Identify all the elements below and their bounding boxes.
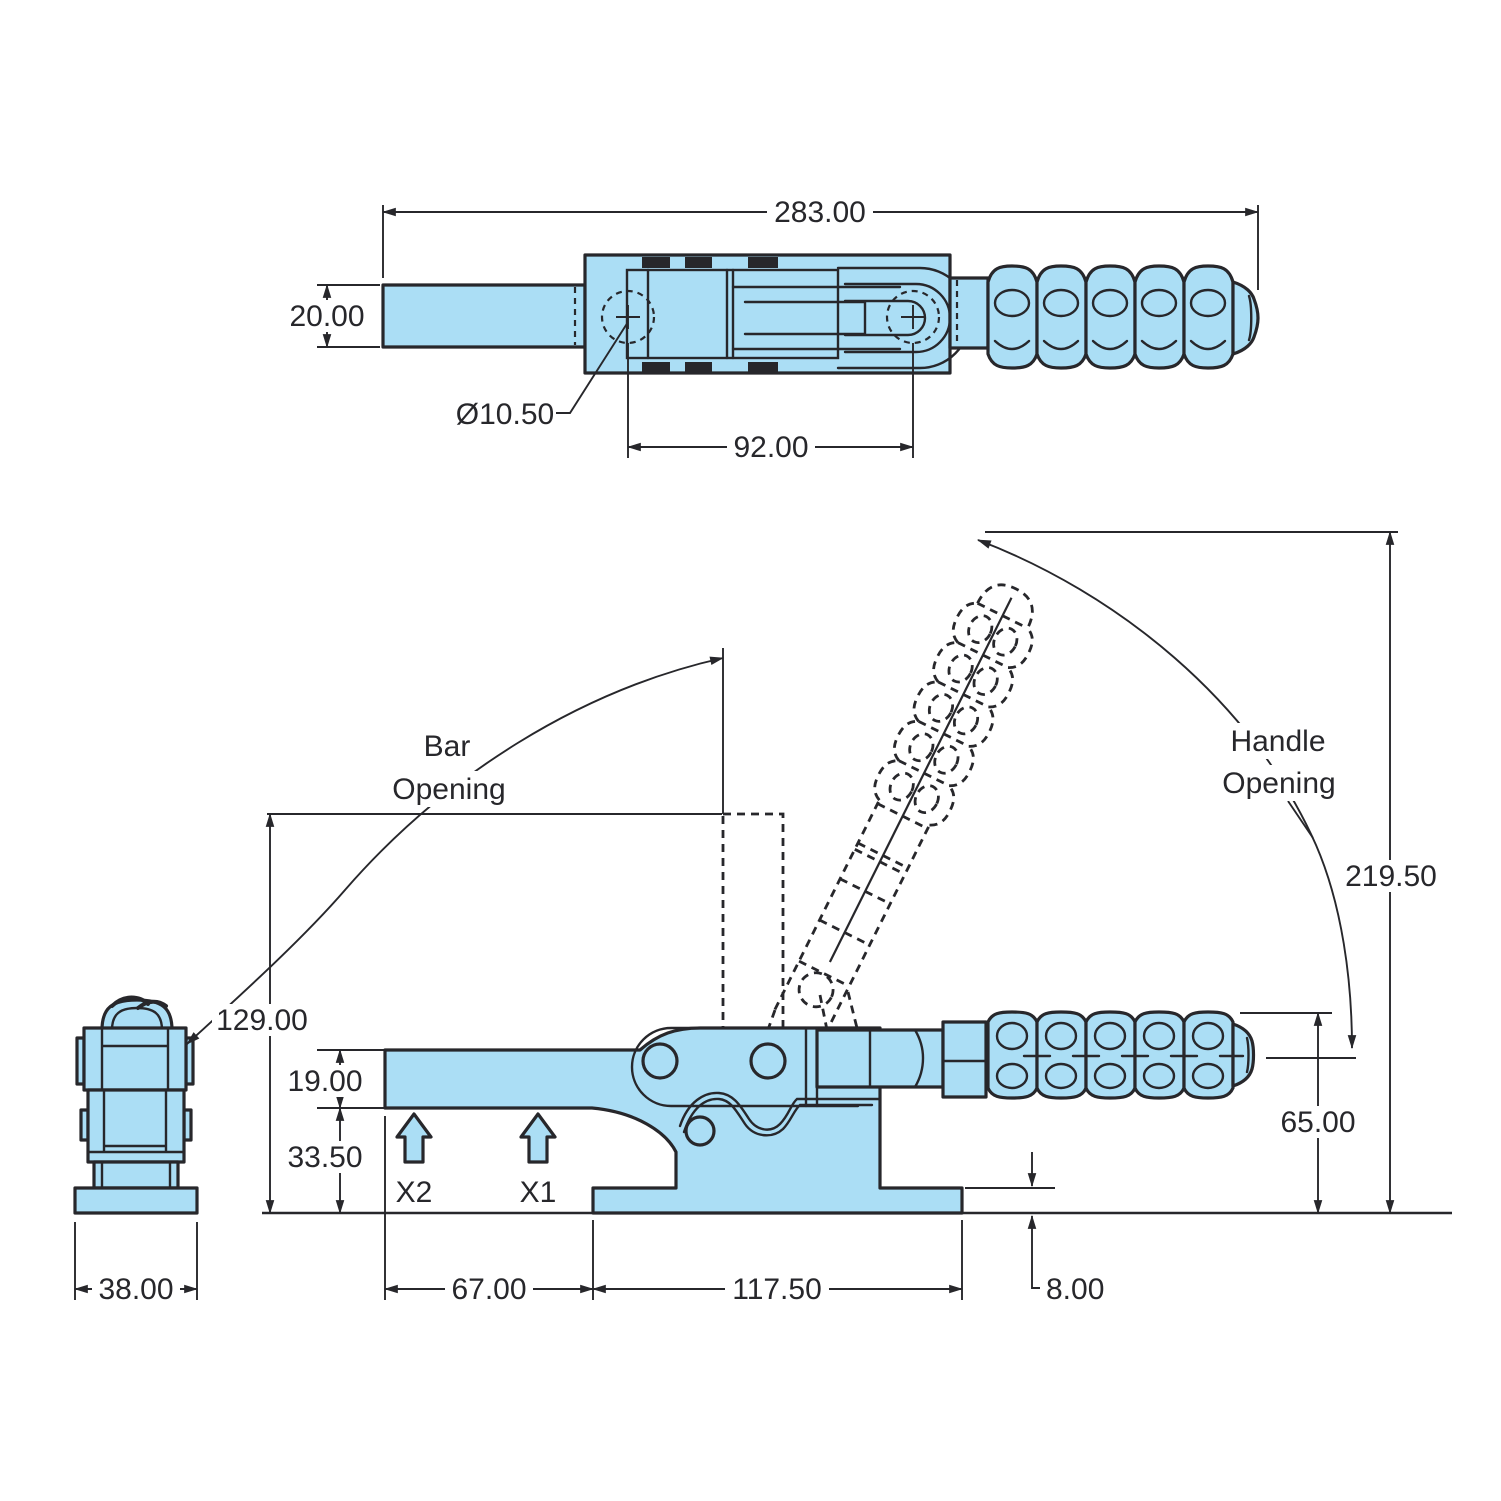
linkage-mechanism-top-view xyxy=(625,257,972,373)
front-view-part xyxy=(383,1010,1256,1215)
force-arrow-x2-label: X2 xyxy=(396,1176,433,1209)
handle-opening-leader xyxy=(1287,800,1314,839)
bar-opening-arc xyxy=(186,656,725,1045)
top-view: 283.00 20.00 Ø10.50 92.00 xyxy=(283,196,1260,464)
dim-text-base-thickness: 8.00 xyxy=(1046,1273,1104,1306)
dim-hole-diameter: Ø10.50 xyxy=(456,321,629,431)
dim-text-hole-spacing: 92.00 xyxy=(733,431,808,464)
handle-opening-label-line1: Handle xyxy=(1230,725,1325,758)
handle-grip-front xyxy=(986,1010,1256,1100)
bar-opening-label: Bar Opening xyxy=(392,729,506,807)
bar-opening-label-line2: Opening xyxy=(392,773,505,806)
handle-grip-top-view xyxy=(986,264,1260,370)
handle-open-phantom xyxy=(773,583,1034,1036)
dim-text-handle-open-height: 219.50 xyxy=(1345,860,1437,893)
pivot-holes-top-view xyxy=(600,289,941,345)
dim-base-thickness: 8.00 xyxy=(965,1152,1104,1306)
dim-text-overall-length: 283.00 xyxy=(774,196,866,229)
handle-collar-front xyxy=(941,1020,988,1099)
end-view-part xyxy=(73,995,199,1215)
upper-block xyxy=(82,1026,188,1092)
force-arrow-x1-label: X1 xyxy=(520,1176,557,1209)
dim-base-length: 117.50 xyxy=(591,1220,964,1306)
dim-text-hole-diameter: Ø10.50 xyxy=(456,398,554,431)
dim-text-handle-closed-height: 65.00 xyxy=(1280,1106,1355,1139)
dim-hole-spacing: 92.00 xyxy=(626,343,915,464)
base-pivot-hole xyxy=(684,1115,716,1147)
dim-text-bar-overhang: 67.00 xyxy=(451,1273,526,1306)
grip-tip-top-view xyxy=(1231,280,1260,356)
dim-text-bar-width: 20.00 xyxy=(289,300,364,333)
end-view-base xyxy=(73,1186,199,1215)
dim-text-bar-open-height: 129.00 xyxy=(216,1004,308,1037)
force-arrow-x1: X1 xyxy=(519,1112,557,1209)
bar-top-view xyxy=(381,283,587,349)
force-arrow-x2: X2 xyxy=(395,1112,433,1209)
dim-text-base-length: 117.50 xyxy=(732,1273,822,1306)
dim-bar-clearance-height: 33.50 xyxy=(281,1106,369,1215)
open-link-phantom-lines xyxy=(758,991,859,1053)
dim-overall-length: 283.00 xyxy=(381,196,1260,290)
handle-opening-label: Handle Opening xyxy=(1222,723,1336,801)
dim-handle-closed-height: 65.00 xyxy=(1240,1011,1362,1215)
dim-bar-width: 20.00 xyxy=(283,283,380,349)
body-plate-top-view xyxy=(583,253,952,375)
column xyxy=(92,1160,180,1190)
bar-opening-label-line1: Bar xyxy=(424,730,471,763)
end-view: 38.00 xyxy=(73,995,199,1306)
dim-base-width: 38.00 xyxy=(73,1222,199,1306)
front-view: Bar Opening Handle Opening X2 X1 129.00 xyxy=(186,530,1452,1306)
handle-collar-top-view xyxy=(948,276,990,350)
dim-handle-open-height: 219.50 xyxy=(985,530,1444,1215)
handle-opening-label-line2: Opening xyxy=(1222,767,1335,800)
dim-bar-overhang: 67.00 xyxy=(383,1116,595,1306)
dim-bar-thickness: 19.00 xyxy=(281,1048,387,1110)
dim-text-base-width: 38.00 xyxy=(98,1273,173,1306)
dim-text-bar-clearance: 33.50 xyxy=(287,1141,362,1174)
dim-bar-open-height: 129.00 xyxy=(212,812,312,1215)
top-view-part xyxy=(381,253,1260,375)
dim-text-bar-thickness: 19.00 xyxy=(287,1065,362,1098)
arm-hole-rear xyxy=(749,1042,787,1080)
